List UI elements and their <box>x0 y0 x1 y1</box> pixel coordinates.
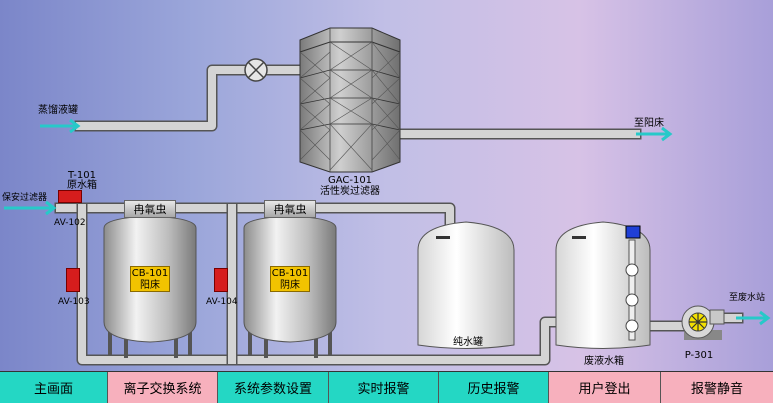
anion-bed-header: 冉㲴虫 <box>264 200 316 218</box>
nav-history-alarm-label: 历史报警 <box>467 382 520 397</box>
nav-alarm-mute[interactable]: 报警静音 <box>661 372 773 403</box>
pipe-network <box>4 27 771 366</box>
nav-realtime-alarm-label: 实时报警 <box>357 382 410 397</box>
raw-tank-id: T-101 <box>68 170 96 181</box>
pump-icon[interactable] <box>681 305 725 340</box>
nav-main-screen-label: 主画面 <box>33 382 73 397</box>
pipes <box>54 64 744 366</box>
cation-bed-tag[interactable]: CB-101 阳床 <box>130 266 170 292</box>
av104-label: AV-104 <box>206 297 238 307</box>
process-diagram: 冉㲴虫 冉㲴虫 CB-101 阳床 CB-101 阴床 蒸馏液罐 保安过滤器 至… <box>0 0 773 371</box>
nav-system-params-label: 系统参数设置 <box>233 382 312 397</box>
raw-tank-name: 原水箱 <box>67 180 97 191</box>
handwheel-valve-icon[interactable] <box>244 58 268 82</box>
nav-system-params[interactable]: 系统参数设置 <box>218 372 329 403</box>
nav-history-alarm[interactable]: 历史报警 <box>439 372 549 403</box>
gac-filter-vessel[interactable] <box>299 27 401 173</box>
bottom-nav: 主画面 离子交换系统 系统参数设置 实时报警 历史报警 用户登出 报警静音 <box>0 371 773 403</box>
pure-tank-label: 纯水罐 <box>453 337 483 348</box>
nav-alarm-mute-label: 报警静音 <box>690 382 743 397</box>
anion-bed-id: CB-101 <box>271 268 309 279</box>
av104-valve[interactable] <box>214 268 228 292</box>
av102-label: AV-102 <box>54 218 86 228</box>
nav-main-screen[interactable]: 主画面 <box>0 372 108 403</box>
nav-realtime-alarm[interactable]: 实时报警 <box>329 372 439 403</box>
av102-valve[interactable] <box>58 190 82 203</box>
cation-bed-name: 阳床 <box>140 280 160 291</box>
waste-water-tank[interactable] <box>555 221 651 349</box>
distillate-inlet-label: 蒸馏液罐 <box>38 105 78 116</box>
av103-valve[interactable] <box>66 268 80 292</box>
pure-water-tank[interactable] <box>417 221 515 349</box>
flow-arrows <box>4 118 771 326</box>
anion-bed-tag[interactable]: CB-101 阴床 <box>270 266 310 292</box>
anion-bed-name: 阴床 <box>280 280 300 291</box>
security-filter-label: 保安过滤器 <box>2 193 48 203</box>
cation-bed-id: CB-101 <box>131 268 169 279</box>
pump-label: P-301 <box>684 350 714 361</box>
to-waste-station-label: 至废水站 <box>729 293 766 303</box>
gac-id: GAC-101 <box>327 175 373 186</box>
nav-ion-exchange-label: 离子交换系统 <box>123 382 202 397</box>
nav-logout-label: 用户登出 <box>578 382 631 397</box>
nav-ion-exchange[interactable]: 离子交换系统 <box>108 372 218 403</box>
av103-label: AV-103 <box>58 297 90 307</box>
waste-tank-label: 废液水箱 <box>584 356 624 367</box>
to-cation-label: 至阳床 <box>634 118 664 129</box>
gac-name: 活性炭过滤器 <box>320 186 380 197</box>
nav-logout[interactable]: 用户登出 <box>549 372 661 403</box>
cation-bed-header: 冉㲴虫 <box>124 200 176 218</box>
